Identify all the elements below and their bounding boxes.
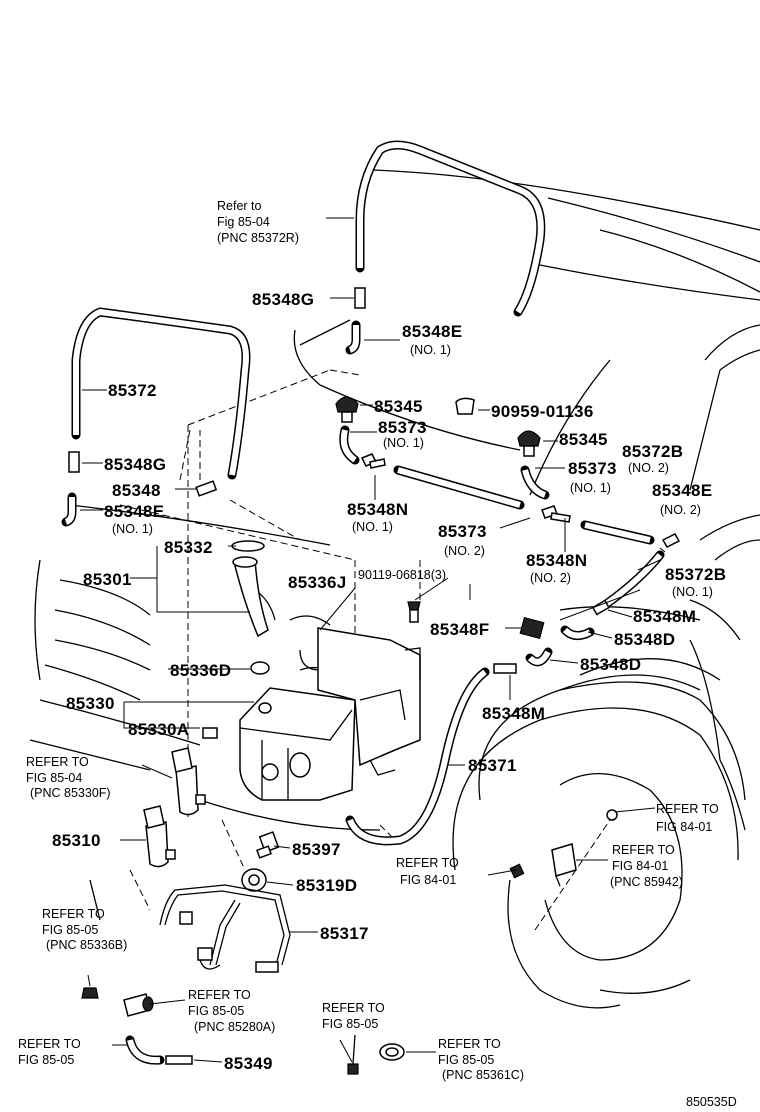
ref-85280a-line2: FIG 85-05 <box>188 1004 244 1018</box>
ref-85280a-line1: REFER TO <box>188 988 251 1002</box>
label-no2-d: (NO. 2) <box>530 571 571 585</box>
label-no2-c: (NO. 2) <box>444 544 485 558</box>
washer-pumps <box>143 747 206 868</box>
ref-84-01-a-line2: FIG 84-01 <box>656 820 712 834</box>
label-85373-c: 85373 <box>438 522 487 541</box>
ref-85336b-line1: REFER TO <box>42 907 105 921</box>
label-85397: 85397 <box>292 840 341 859</box>
label-no1-c: (NO. 1) <box>570 481 611 495</box>
label-85373-a: 85373 <box>378 418 427 437</box>
label-85348g-top: 85348G <box>252 290 314 309</box>
label-85348d-b: 85348D <box>580 655 641 674</box>
label-no1-a: (NO. 1) <box>410 343 451 357</box>
ref-85336b-line2: FIG 85-05 <box>42 923 98 937</box>
ref-84-01-a-line1: REFER TO <box>656 802 719 816</box>
label-85310: 85310 <box>52 831 101 850</box>
label-85336j: 85336J <box>288 573 347 592</box>
misc-parts <box>81 601 618 1075</box>
ref-85942-line1: REFER TO <box>612 843 675 857</box>
label-85317: 85317 <box>320 924 369 943</box>
ref-85330f-line1: REFER TO <box>26 755 89 769</box>
vehicle-body-outline <box>29 169 760 1009</box>
label-85373-b: 85373 <box>568 459 617 478</box>
label-no1-e: (NO. 1) <box>352 520 393 534</box>
label-85348d-a: 85348D <box>614 630 675 649</box>
label-85372b-b: 85372B <box>665 565 726 584</box>
label-90959: 90959-01136 <box>491 402 594 421</box>
ref-85372r-line2: Fig 85-04 <box>217 215 270 229</box>
ref-85361c-line3: (PNC 85361C) <box>442 1068 524 1082</box>
ref-85361c-line1: REFER TO <box>438 1037 501 1051</box>
ref-85361c-line2: FIG 85-05 <box>438 1053 494 1067</box>
washer-hoses <box>61 140 665 1065</box>
label-85348m-b: 85348M <box>482 704 545 723</box>
label-85345-b: 85345 <box>559 430 608 449</box>
ref-85330f-line3: (PNC 85330F) <box>30 786 111 800</box>
label-85372b-a: 85372B <box>622 442 683 461</box>
label-85336d: 85336D <box>170 661 231 680</box>
label-no2-b: (NO. 2) <box>660 503 701 517</box>
label-85348n-a: 85348N <box>347 500 408 519</box>
ref-85-05-a-line1: REFER TO <box>322 1001 385 1015</box>
label-85348e-left: 85348E <box>104 502 164 521</box>
ref-85372r-line1: Refer to <box>217 199 262 213</box>
ref-85372r-line3: (PNC 85372R) <box>217 231 299 245</box>
label-85330a: 85330A <box>128 720 189 739</box>
ref-85330f-line2: FIG 85-04 <box>26 771 82 785</box>
assembly-guides <box>119 369 611 931</box>
ref-85-05-b-line1: REFER TO <box>18 1037 81 1051</box>
label-85348: 85348 <box>112 481 161 500</box>
ref-84-01-b-line1: REFER TO <box>396 856 459 870</box>
label-85301: 85301 <box>83 570 132 589</box>
leader-lines <box>80 217 666 1063</box>
label-85332: 85332 <box>164 538 213 557</box>
figure-code: 850535D <box>686 1095 737 1109</box>
washer-nozzles <box>335 396 541 457</box>
label-no2-a: (NO. 2) <box>628 461 669 475</box>
label-85348e-top: 85348E <box>402 322 462 341</box>
ref-85-05-b-line2: FIG 85-05 <box>18 1053 74 1067</box>
washer-tank <box>202 540 421 801</box>
part-labels: Refer to Fig 85-04 (PNC 85372R) 85348G 8… <box>18 199 737 1109</box>
label-85348n-b: 85348N <box>526 551 587 570</box>
label-85349: 85349 <box>224 1054 273 1073</box>
ref-85942-line3: (PNC 85942) <box>610 875 683 889</box>
ref-84-01-b-line2: FIG 84-01 <box>400 873 456 887</box>
label-90119: 90119-06818(3) <box>358 568 446 582</box>
label-no1-f: (NO. 1) <box>672 585 713 599</box>
label-85348e-right: 85348E <box>652 481 712 500</box>
label-85372: 85372 <box>108 381 157 400</box>
label-85330: 85330 <box>66 694 115 713</box>
label-85371: 85371 <box>468 756 517 775</box>
ref-85336b-line3: (PNC 85336B) <box>46 938 127 952</box>
label-85319d: 85319D <box>296 876 357 895</box>
label-85345-a: 85345 <box>374 397 423 416</box>
label-no1-d: (NO. 1) <box>112 522 153 536</box>
label-85348g-left: 85348G <box>104 455 166 474</box>
ref-85280a-line3: (PNC 85280A) <box>194 1020 275 1034</box>
label-85348f: 85348F <box>430 620 489 639</box>
label-no1-b: (NO. 1) <box>383 436 424 450</box>
ref-85-05-a-line2: FIG 85-05 <box>322 1017 378 1031</box>
label-85348m-a: 85348M <box>633 607 696 626</box>
ref-85942-line2: FIG 84-01 <box>612 859 668 873</box>
